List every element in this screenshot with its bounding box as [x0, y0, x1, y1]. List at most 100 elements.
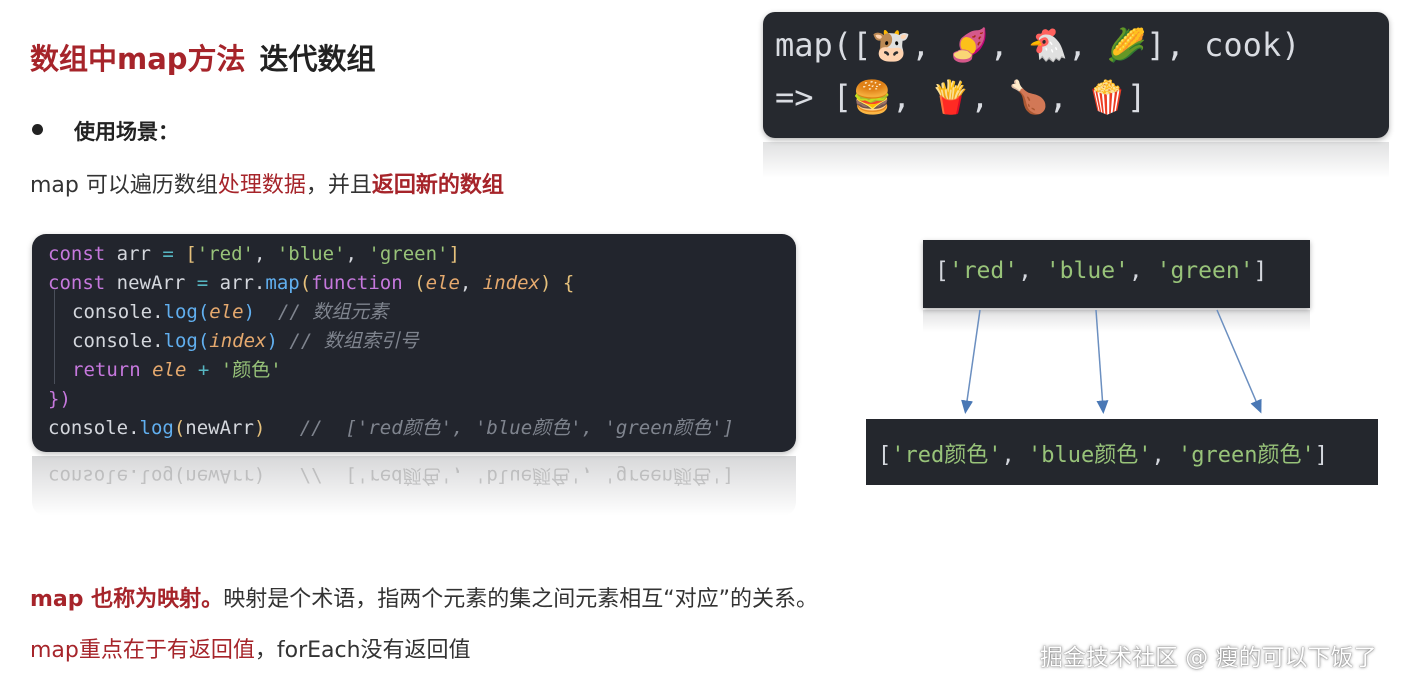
code-token: })	[48, 388, 71, 410]
code-token: [	[185, 243, 197, 265]
code-token	[403, 272, 414, 294]
reflection-text: console.log(newArr) // ['red颜色', 'blue颜色…	[48, 465, 734, 487]
desc1-highlight-return: 返回新的数组	[371, 173, 504, 198]
desc1-highlight-process: 处理数据	[217, 173, 306, 198]
code-token: ,	[459, 272, 483, 294]
sep: ,	[1018, 258, 1046, 284]
code-token: map	[265, 272, 300, 294]
code-token: )	[253, 417, 266, 439]
bullet-dot-icon	[32, 124, 43, 135]
emoji-box-reflection	[763, 142, 1389, 178]
sep: ,	[1001, 443, 1028, 468]
desc2-rest: 映射是个术语，指两个元素的集之间元素相互“对应”的关系。	[223, 587, 818, 612]
code-token: {	[551, 272, 575, 294]
array-item-blue: 'blue'	[1045, 258, 1129, 284]
desc1-prefix: map 可以遍历数组	[30, 173, 218, 198]
code-line-7: console.log(newArr) // ['red颜色', 'blue颜色…	[48, 416, 734, 440]
code-token: function	[311, 272, 403, 294]
source-array-text: ['red', 'blue', 'green']	[935, 258, 1267, 284]
result-item-blue: 'blue颜色'	[1027, 443, 1152, 468]
sep: ,	[1128, 258, 1157, 284]
code-token: )	[243, 301, 256, 323]
desc1-middle: ，并且	[305, 173, 372, 198]
code-token: )	[266, 330, 278, 352]
code-token: arr.	[208, 272, 266, 294]
corn-icon: 🌽	[1106, 26, 1147, 64]
emoji-map-line-input: map([🐮, 🍠, 🐔, 🌽], cook)	[775, 26, 1300, 64]
bracket: ]	[1253, 258, 1268, 284]
emoji-map-prefix: map([	[775, 26, 872, 64]
source-array-reflection	[923, 310, 1310, 332]
result-array-box: ['red颜色', 'blue颜色', 'green颜色']	[866, 419, 1378, 485]
emoji-result-suffix: ]	[1127, 78, 1147, 116]
desc3-rest: ，forEach没有返回值	[254, 638, 471, 663]
code-token: index	[209, 330, 267, 352]
code-token: =	[162, 243, 174, 265]
emoji-sep: ,	[970, 78, 1009, 116]
code-block-reflection: console.log(newArr) // ['red颜色', 'blue颜色…	[32, 456, 796, 516]
code-line-2: const newArr = arr.map(function (ele, in…	[48, 271, 574, 295]
watermark: 掘金技术社区 @ 瘦的可以下饭了	[1040, 645, 1377, 671]
arrow-red	[961, 309, 981, 414]
bracket: [	[935, 258, 949, 284]
description-mapping: map 也称为映射。映射是个术语，指两个元素的集之间元素相互“对应”的关系。	[30, 581, 818, 613]
code-token: (	[414, 272, 426, 294]
popcorn-icon: 🍿	[1087, 78, 1128, 116]
bracket: ]	[1314, 443, 1328, 468]
code-token: (	[197, 301, 210, 323]
sweet-potato-icon: 🍠	[949, 26, 990, 64]
code-token	[141, 359, 152, 381]
code-token: return	[72, 359, 141, 381]
bracket: [	[878, 443, 892, 468]
code-token: console.	[72, 301, 164, 323]
code-token: console.	[48, 417, 140, 439]
code-token: (	[173, 417, 186, 439]
title-secondary: 迭代数组	[259, 42, 376, 76]
code-token: ,	[253, 243, 277, 265]
code-block: const arr = ['red', 'blue', 'green'] con…	[32, 234, 796, 452]
code-token: newArr	[185, 417, 254, 439]
code-token: +	[186, 359, 221, 381]
result-item-red: 'red颜色'	[891, 443, 1002, 468]
description-return-value: map重点在于有返回值，forEach没有返回值	[30, 632, 471, 664]
code-line-4: console.log(index) // 数组索引号	[72, 329, 419, 353]
code-token: index	[482, 272, 540, 294]
array-item-green: 'green'	[1156, 258, 1254, 284]
code-token: ele	[209, 301, 244, 323]
code-line-3: console.log(ele) // 数组元素	[72, 300, 388, 324]
indent-guide	[54, 290, 55, 384]
code-token: const	[48, 243, 106, 265]
code-token: ele	[425, 272, 460, 294]
code-token: ele	[152, 359, 187, 381]
code-token: const	[48, 272, 106, 294]
result-item-green: 'green颜色'	[1177, 443, 1315, 468]
title-primary: 数组中map方法	[30, 42, 246, 76]
desc3-highlight: map重点在于有返回值	[30, 638, 255, 663]
code-token	[174, 243, 185, 265]
code-comment: // 数组元素	[255, 301, 389, 323]
emoji-sep: ,	[1048, 78, 1088, 116]
result-array-text: ['red颜色', 'blue颜色', 'green颜色']	[878, 437, 1328, 469]
code-token: 'blue'	[276, 243, 346, 265]
code-comment: // ['red颜色', 'blue颜色', 'green颜色']	[265, 417, 734, 439]
code-line-6: })	[48, 387, 71, 411]
burger-icon: 🍔	[852, 78, 892, 116]
page-title: 数组中map方法迭代数组	[30, 36, 376, 78]
emoji-map-suffix: ], cook)	[1146, 26, 1301, 64]
chicken-icon: 🐔	[1028, 26, 1068, 64]
code-token: )	[540, 272, 552, 294]
code-token: log	[163, 301, 198, 323]
arrow-green	[1216, 309, 1262, 414]
emoji-sep: ,	[891, 78, 931, 116]
source-array-box: ['red', 'blue', 'green']	[923, 240, 1310, 308]
description-usage: map 可以遍历数组处理数据，并且返回新的数组	[30, 167, 504, 199]
array-item-red: 'red'	[948, 258, 1019, 284]
code-token: log	[163, 330, 198, 352]
code-comment: // 数组索引号	[277, 330, 419, 352]
drumstick-icon: 🍗	[1008, 78, 1049, 116]
code-token: 'red'	[196, 243, 254, 265]
code-token: arr	[105, 243, 163, 265]
emoji-map-illustration: map([🐮, 🍠, 🐔, 🌽], cook) => [🍔, 🍟, 🍗, 🍿]	[763, 12, 1389, 138]
arrow-blue	[1095, 309, 1109, 414]
emoji-sep: ,	[1067, 26, 1107, 64]
